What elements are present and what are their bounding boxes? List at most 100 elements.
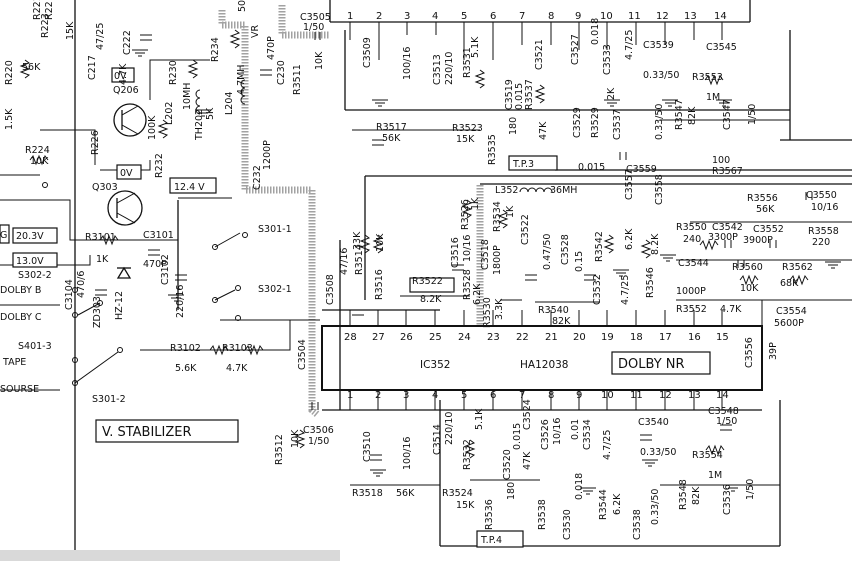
svg-text:L202: L202 [164,102,175,125]
shield-trace-upper [278,5,330,39]
svg-text:2K: 2K [606,87,617,100]
svg-text:4.7MH: 4.7MH [236,65,247,95]
svg-text:25: 25 [429,332,442,343]
transistor-q303 [107,190,143,226]
svg-text:3: 3 [403,390,409,401]
svg-text:R220: R220 [4,60,15,85]
svg-text:C3540: C3540 [638,417,669,428]
svg-text:R3556: R3556 [747,193,778,204]
svg-text:C3506: C3506 [303,425,334,436]
s3301-1-label: S301-1 [258,224,292,235]
v-box-12-4 [169,177,217,194]
svg-text:10K: 10K [290,429,301,448]
svg-text:10K: 10K [740,283,759,294]
svg-text:1K: 1K [96,254,109,265]
svg-text:0.018: 0.018 [590,18,601,45]
svg-text:100: 100 [712,155,730,166]
svg-text:4: 4 [432,11,438,22]
svg-text:6: 6 [490,11,496,22]
s3401-3-label: S401-3 [18,341,52,352]
svg-text:1K: 1K [505,205,516,218]
svg-text:1200P: 1200P [262,140,273,170]
v-13-0: 13.0V [16,256,44,267]
svg-text:R3554: R3554 [692,450,723,461]
svg-text:R3536: R3536 [484,499,495,530]
svg-text:1M: 1M [706,92,720,103]
svg-text:5: 5 [461,11,467,22]
svg-text:1/50: 1/50 [747,104,758,125]
svg-text:4.7/25: 4.7/25 [620,275,631,305]
svg-text:4.7K: 4.7K [226,363,248,374]
svg-text:56K: 56K [22,62,41,73]
ic-bottom-stubs [349,390,723,410]
resistor-glyphs [19,29,809,459]
transistor-q206 [113,103,147,137]
svg-text:C3559: C3559 [626,164,657,175]
v-box-13-0 [12,252,58,268]
svg-text:10: 10 [600,11,613,22]
svg-text:24: 24 [458,332,471,343]
svg-text:C3557: C3557 [624,169,635,200]
svg-text:R223: R223 [40,13,51,38]
svg-text:C3547: C3547 [722,99,733,130]
inductor-glyphs [195,79,553,193]
svg-text:22: 22 [516,332,529,343]
svg-text:220/10: 220/10 [444,52,455,85]
svg-text:5: 5 [461,390,467,401]
svg-text:C3510: C3510 [362,431,373,462]
svg-text:C3558: C3558 [654,174,665,205]
zener-zd303 [116,266,132,279]
svg-text:R3540: R3540 [538,305,569,316]
svg-text:C3524: C3524 [522,399,533,430]
svg-text:11: 11 [630,390,643,401]
svg-text:6.2K: 6.2K [624,228,635,250]
svg-text:L352: L352 [495,185,518,196]
capacitor-glyphs [95,32,813,461]
svg-text:C232: C232 [252,165,263,190]
svg-text:C3521: C3521 [534,39,545,70]
svg-text:4: 4 [432,390,438,401]
svg-text:R3524: R3524 [442,488,473,499]
svg-text:20: 20 [573,332,586,343]
svg-text:5K: 5K [205,107,216,120]
source-label: SOURSE [0,384,39,395]
svg-text:10/16: 10/16 [552,418,563,445]
svg-text:0.47/50: 0.47/50 [542,234,553,270]
v-0v-b: 0V [120,168,133,179]
svg-text:R3562: R3562 [782,262,813,273]
svg-text:C3550: C3550 [806,190,837,201]
svg-text:8: 8 [548,11,554,22]
svg-text:R3567: R3567 [712,166,743,177]
svg-text:5600P: 5600P [774,318,804,329]
svg-text:1/50: 1/50 [716,416,737,427]
middle-labels: L352 36MH C3557 C3558 R3526 1K R3534 1K … [297,169,839,370]
svg-text:470/6: 470/6 [76,271,87,298]
svg-text:2: 2 [376,11,382,22]
svg-text:R232: R232 [154,153,165,178]
svg-text:14: 14 [716,390,729,401]
svg-text:0.33/50: 0.33/50 [640,447,676,458]
svg-text:R3103: R3103 [222,343,253,354]
svg-text:9: 9 [575,11,581,22]
svg-text:C3533: C3533 [602,44,613,75]
svg-text:R230: R230 [168,60,179,85]
svg-text:C3505: C3505 [300,12,331,23]
svg-text:R3532: R3532 [462,439,473,470]
svg-text:C3522: C3522 [520,214,531,245]
svg-text:68K: 68K [780,278,799,289]
svg-text:C3514: C3514 [432,424,443,455]
svg-text:14: 14 [714,11,727,22]
svg-text:7: 7 [519,11,525,22]
svg-text:15K: 15K [456,134,475,145]
svg-text:R3530: R3530 [482,297,493,328]
svg-text:C3508: C3508 [325,274,336,305]
svg-text:C3545: C3545 [706,42,737,53]
svg-text:11: 11 [628,11,641,22]
svg-text:26: 26 [400,332,413,343]
svg-text:5.6K: 5.6K [175,363,197,374]
svg-text:R3518: R3518 [352,488,383,499]
svg-text:47/16: 47/16 [339,248,350,275]
svg-text:R3535: R3535 [487,134,498,165]
svg-text:R3560: R3560 [732,262,763,273]
svg-text:10/16: 10/16 [462,235,473,262]
